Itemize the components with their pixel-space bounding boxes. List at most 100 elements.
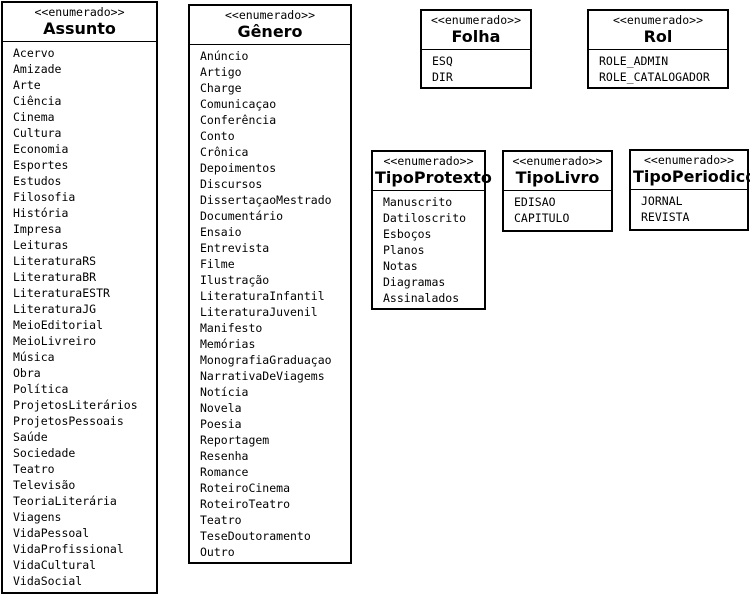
enum-value: TeoriaLiterária [13, 494, 117, 508]
enum-value: VidaSocial [13, 574, 83, 588]
enum-folha-stereotype: <<enumerado>> [430, 13, 521, 27]
enum-value: Manuscrito [383, 195, 453, 209]
enum-value: Novela [200, 401, 242, 415]
enum-value: Filme [200, 257, 235, 271]
enum-value: ESQ [432, 54, 453, 68]
enum-value: VidaCultural [13, 558, 97, 572]
enum-value: DissertaçaoMestrado [200, 193, 332, 207]
enum-value: Cinema [13, 110, 55, 124]
enum-tipo-livro-stereotype: <<enumerado>> [512, 154, 603, 168]
enum-value: Planos [383, 243, 425, 257]
enum-folha-values: ESQ DIR [422, 50, 530, 85]
enum-tipo-periodico-title: TipoPeriodico [633, 167, 750, 186]
enum-value: Artigo [200, 65, 242, 79]
enum-value: Depoimentos [200, 161, 277, 175]
enum-value: Estudos [13, 174, 62, 188]
enum-value: Política [13, 382, 69, 396]
enum-value: CAPITULO [514, 211, 570, 225]
enum-value: LiteraturaInfantil [200, 289, 325, 303]
enum-value: LiteraturaRS [13, 254, 97, 268]
enum-genero-title: Gênero [237, 22, 303, 41]
enum-value: Esboços [383, 227, 432, 241]
enum-value: Cultura [13, 126, 62, 140]
enum-value: Resenha [200, 449, 249, 463]
enum-tipo-protexto-stereotype: <<enumerado>> [383, 154, 474, 168]
enum-value: LiteraturaJuvenil [200, 305, 318, 319]
enum-value: MonografiaGraduaçao [200, 353, 332, 367]
enum-tipo-livro-header: <<enumerado>> TipoLivro [504, 152, 611, 191]
enum-tipo-protexto-title: TipoProtexto [375, 168, 492, 187]
enum-value: Ensaio [200, 225, 242, 239]
enum-tipo-protexto-header: <<enumerado>> TipoProtexto [373, 152, 492, 191]
enum-value: Datiloscrito [383, 211, 467, 225]
enum-value: Entrevista [200, 241, 270, 255]
enum-rol-title: Rol [643, 27, 673, 46]
enum-value: Obra [13, 366, 41, 380]
enum-value: RoteiroCinema [200, 481, 291, 495]
enum-value: Leituras [13, 238, 69, 252]
enum-value: DIR [432, 70, 453, 84]
enum-folha[interactable]: <<enumerado>> Folha ESQ DIR [420, 9, 532, 89]
enum-value: LiteraturaESTR [13, 286, 110, 300]
enum-value: MeioEditorial [13, 318, 104, 332]
enum-value: Teatro [13, 462, 55, 476]
enum-value: TeseDoutoramento [200, 529, 311, 543]
enum-rol-header: <<enumerado>> Rol [589, 11, 727, 50]
enum-value: Amizade [13, 62, 62, 76]
enum-value: Saúde [13, 430, 48, 444]
enum-folha-title: Folha [451, 27, 501, 46]
enum-value: REVISTA [641, 210, 690, 224]
enum-tipo-periodico-header: <<enumerado>> TipoPeriodico [631, 151, 750, 190]
enum-tipo-periodico-stereotype: <<enumerado>> [643, 153, 734, 167]
enum-value: Discursos [200, 177, 263, 191]
enum-value: RoteiroTeatro [200, 497, 291, 511]
enum-value: ROLE_CATALOGADOR [599, 70, 710, 84]
enum-genero-header: <<enumerado>> Gênero [190, 6, 350, 45]
enum-value: Outro [200, 545, 235, 559]
enum-value: Teatro [200, 513, 242, 527]
enum-value: VidaProfissional [13, 542, 124, 556]
enum-value: ProjetosLiterários [13, 398, 138, 412]
enum-value: NarrativaDeViagems [200, 369, 325, 383]
enum-value: MeioLivreiro [13, 334, 97, 348]
enum-tipo-periodico-values: JORNAL REVISTA [631, 190, 747, 225]
enum-value: Sociedade [13, 446, 76, 460]
enum-rol[interactable]: <<enumerado>> Rol ROLE_ADMIN ROLE_CATALOG… [587, 9, 729, 89]
enum-value: LiteraturaBR [13, 270, 97, 284]
enum-value: Diagramas [383, 275, 446, 289]
enum-value: JORNAL [641, 194, 683, 208]
enum-value: Ilustração [200, 273, 270, 287]
enum-value: Assinalados [383, 291, 460, 305]
enum-value: Arte [13, 78, 41, 92]
enum-value: Ciência [13, 94, 62, 108]
enum-value: Viagens [13, 510, 62, 524]
enum-value: Filosofia [13, 190, 76, 204]
enum-value: Economia [13, 142, 69, 156]
enum-value: ProjetosPessoais [13, 414, 124, 428]
enum-value: ROLE_ADMIN [599, 54, 669, 68]
enum-value: VidaPessoal [13, 526, 90, 540]
enum-value: Esportes [13, 158, 69, 172]
enum-assunto-stereotype: <<enumerado>> [34, 5, 125, 19]
enum-value: Impresa [13, 222, 62, 236]
enum-folha-header: <<enumerado>> Folha [422, 11, 530, 50]
enum-value: Crônica [200, 145, 249, 159]
enum-value: Comunicaçao [200, 97, 277, 111]
enum-genero-stereotype: <<enumerado>> [224, 8, 315, 22]
enum-value: Poesia [200, 417, 242, 431]
enum-value: Conto [200, 129, 235, 143]
enum-value: Notas [383, 259, 418, 273]
enum-rol-stereotype: <<enumerado>> [612, 13, 703, 27]
enum-value: Televisão [13, 478, 76, 492]
enum-value: Romance [200, 465, 249, 479]
enum-value: Reportagem [200, 433, 270, 447]
enum-tipo-periodico[interactable]: <<enumerado>> TipoPeriodico JORNAL REVIST… [629, 149, 750, 231]
enum-value: LiteraturaJG [13, 302, 97, 316]
enum-value: Memórias [200, 337, 256, 351]
